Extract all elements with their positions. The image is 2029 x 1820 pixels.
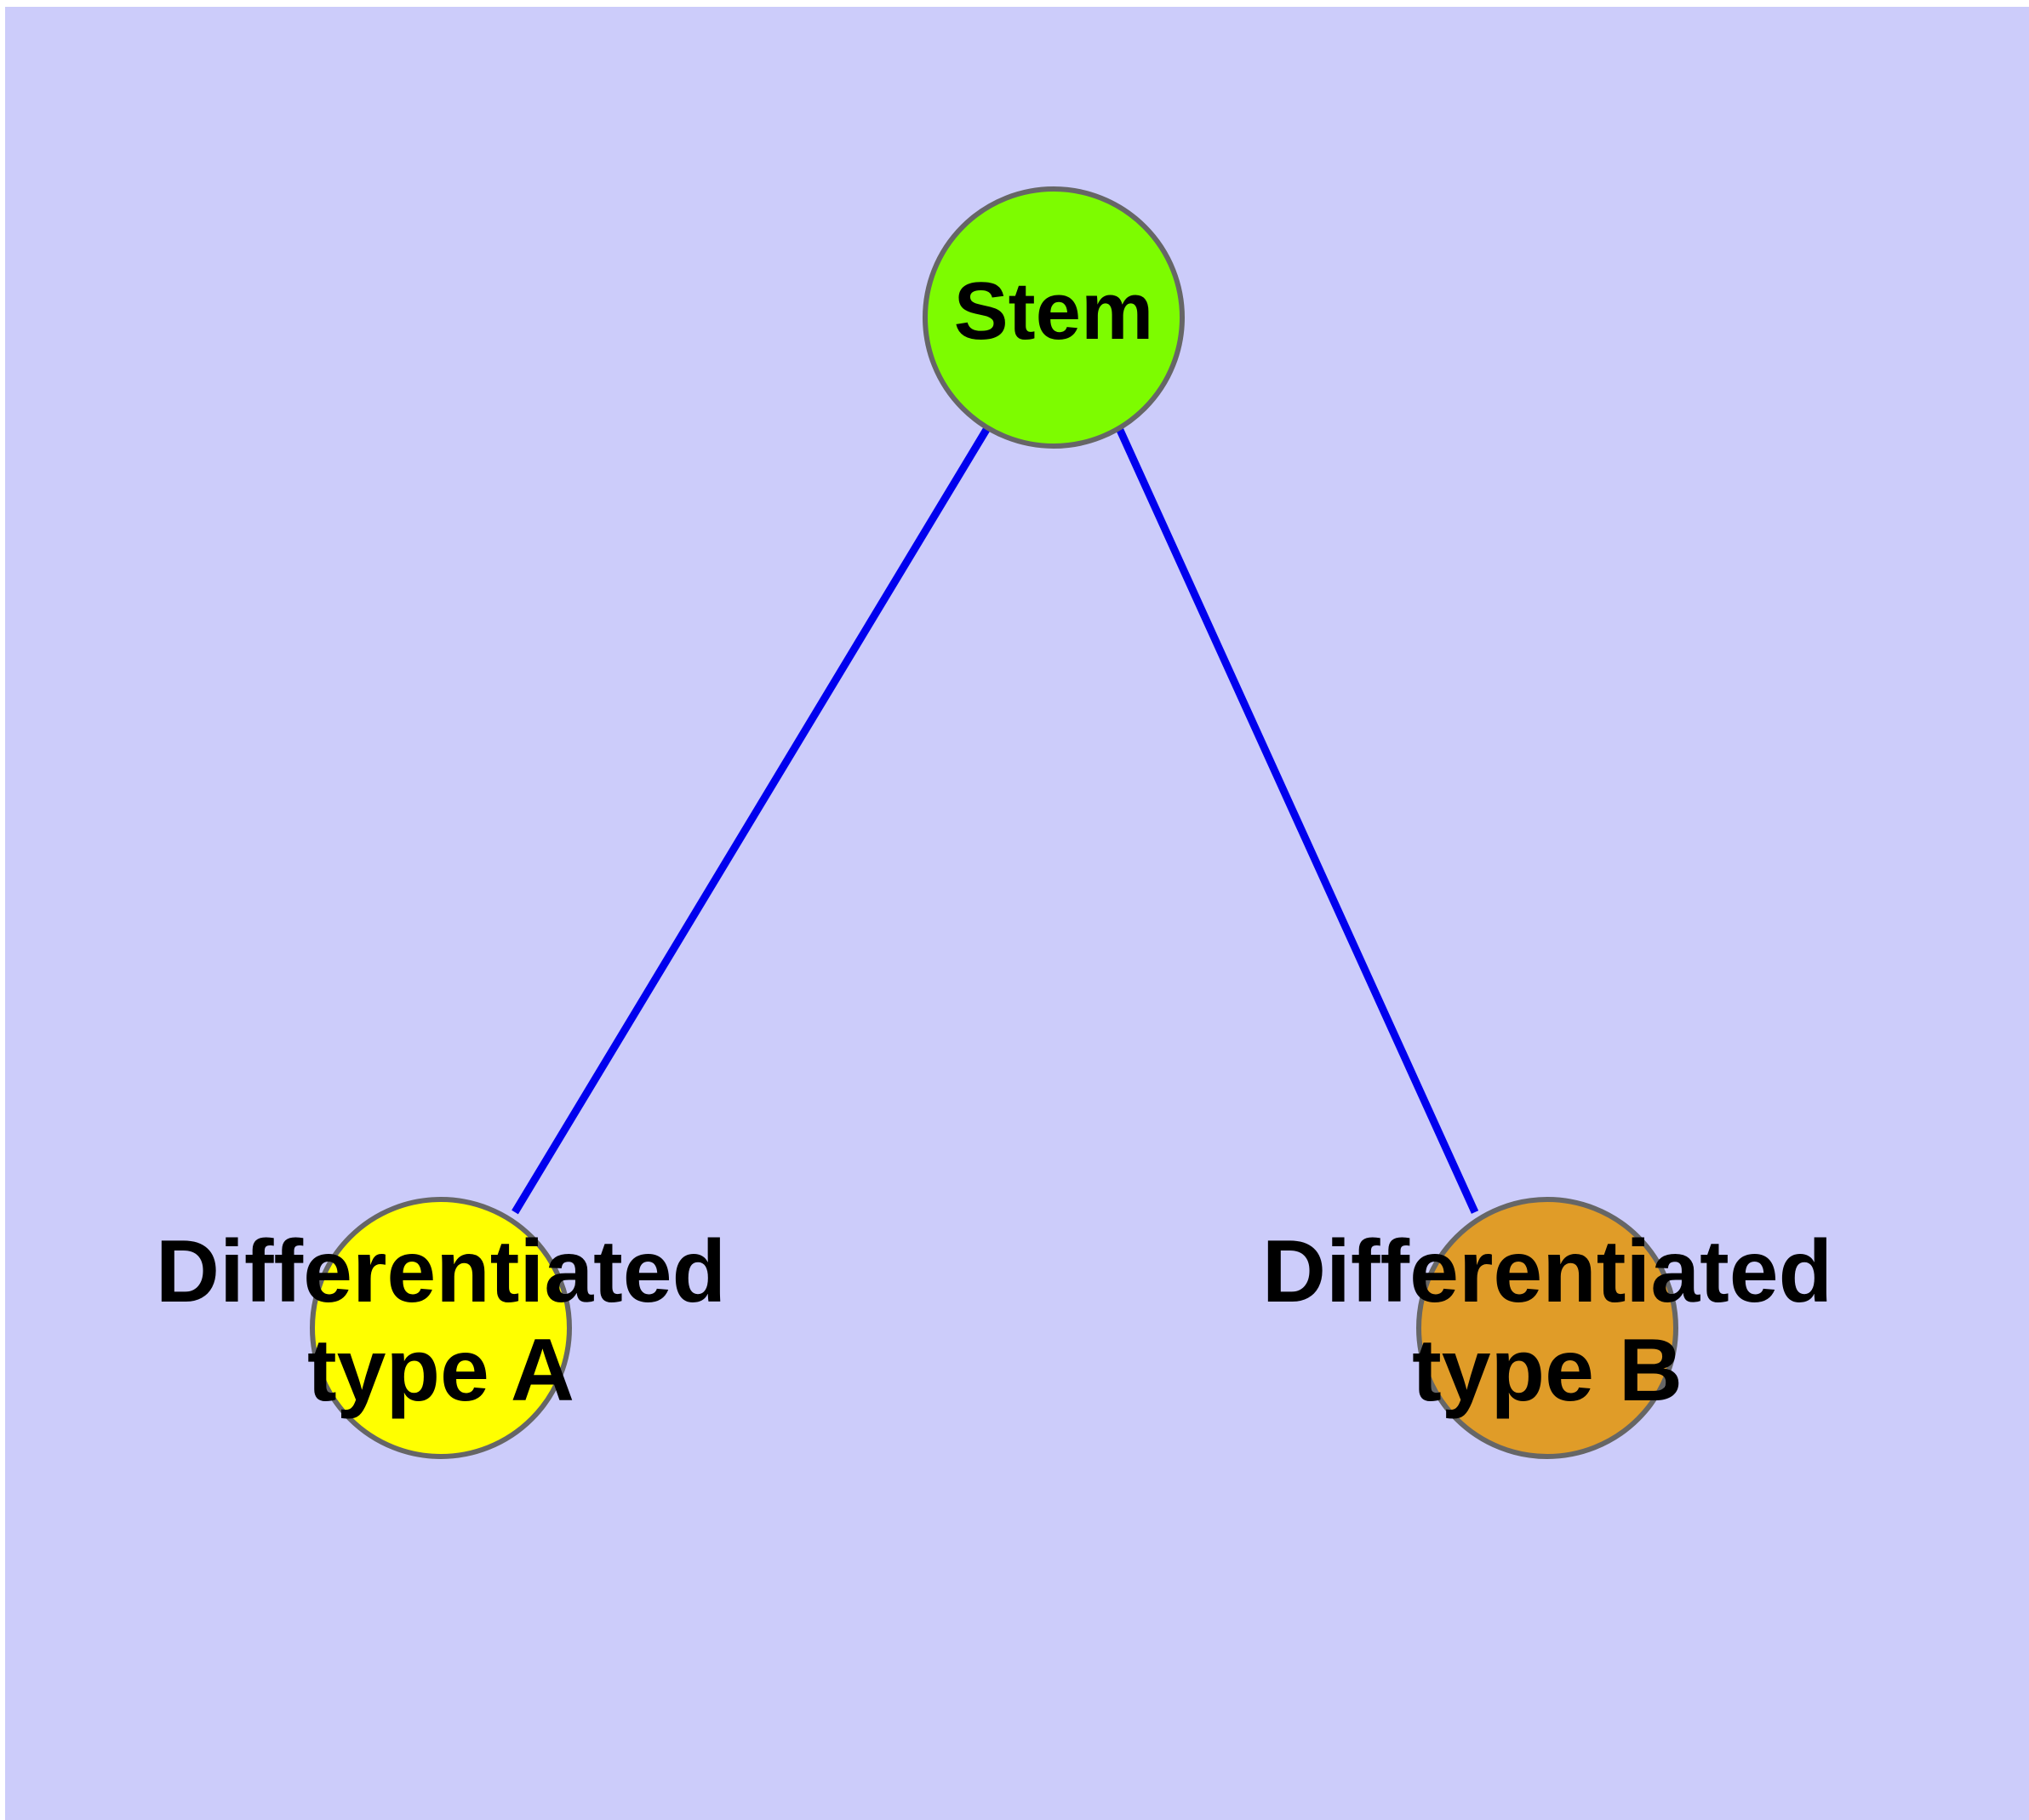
node-stem[interactable]: Stem: [923, 186, 1185, 449]
node-differentiated-type-a-circle[interactable]: [310, 1197, 572, 1459]
node-stem-circle[interactable]: [923, 186, 1185, 449]
node-differentiated-type-b-circle[interactable]: [1416, 1197, 1678, 1459]
node-stem-label: Stem: [954, 266, 1154, 357]
edge-stem-to-diff-b[interactable]: [1115, 426, 1479, 1214]
edge-stem-to-diff-a[interactable]: [512, 426, 991, 1215]
edge-layer: [512, 426, 1479, 1215]
